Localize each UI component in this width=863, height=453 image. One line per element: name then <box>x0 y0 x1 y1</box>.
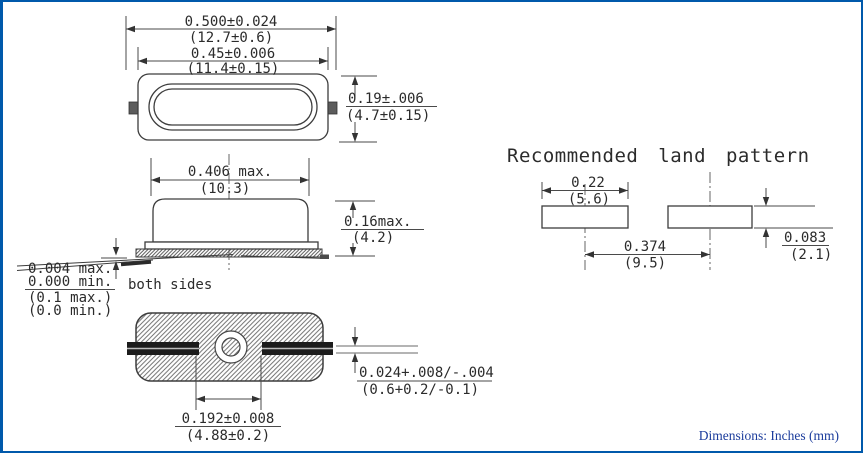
bottom-view-hole-outer <box>214 330 248 364</box>
dim-pad-height-inch: 0.083 <box>784 230 826 246</box>
top-view-lid-inner <box>153 88 313 126</box>
side-view-left-lead-bottom <box>16 259 154 271</box>
dim-standoff-mm-max: (0.1 max.) <box>28 290 112 306</box>
side-view-right-lead <box>240 255 329 259</box>
top-view-lid-outer <box>148 83 318 131</box>
dim-lead-spacing-inch: 0.192±0.008 <box>182 411 275 427</box>
dim-pad-pitch-mm: (9.5) <box>624 256 666 272</box>
land-pattern-title: Recommended land pattern <box>507 145 810 167</box>
side-view-left-lead-top <box>16 254 234 267</box>
dim-overall-width-inch: 0.500±0.024 <box>185 14 278 30</box>
land-pattern-left-pad <box>541 205 629 229</box>
side-view-base-plate <box>135 248 323 258</box>
top-view <box>128 73 338 141</box>
dim-body-height: 0.19±.006 (4.7±0.15) <box>339 75 437 143</box>
dim-lead-thickness-mm: (0.6+0.2/-0.1) <box>361 382 479 398</box>
dim-case-width: 0.406 max. (10.3) <box>150 158 310 197</box>
dim-body-height-mm: (4.7±0.15) <box>346 108 430 124</box>
footer-units-note: Dimensions: Inches (mm) <box>699 428 839 443</box>
dim-pad-height-mm: (2.1) <box>790 247 832 263</box>
dim-body-width: 0.45±0.006 (11.4±0.15) <box>137 46 329 77</box>
side-view-can <box>152 198 309 243</box>
dim-standoff-inch-min: 0.000 min. <box>28 274 112 290</box>
bottom-view-hole-ring <box>215 331 247 363</box>
dim-case-width-mm: (10.3) <box>200 181 251 197</box>
side-view-right-lead-stub <box>320 254 329 259</box>
dim-pad-width-inch: 0.22 <box>571 175 605 191</box>
dim-case-height: 0.16max. (4.2) <box>335 200 424 257</box>
dim-case-height-mm: (4.2) <box>352 230 394 246</box>
land-pattern: Recommended land pattern 0.22 (5.6) 0.37… <box>507 145 833 272</box>
dim-lead-thickness: 0.024+.008/-.004 (0.6+0.2/-0.1) <box>336 327 494 398</box>
side-view <box>16 154 329 271</box>
dim-case-width-inch: 0.406 max. <box>188 164 272 180</box>
dim-lead-spacing: 0.192±0.008 (4.88±0.2) <box>175 356 281 444</box>
dim-pad-pitch-inch: 0.374 <box>624 239 666 255</box>
dim-standoff-mm-min: (0.0 min.) <box>28 303 112 319</box>
dim-case-height-inch: 0.16max. <box>344 214 411 230</box>
dim-overall-width: 0.500±0.024 (12.7±0.6) <box>125 14 337 70</box>
bottom-view-hole-inner <box>221 337 241 357</box>
dim-standoff-inch-max: 0.004 max. <box>28 261 112 277</box>
side-view-flange <box>144 241 319 250</box>
bottom-view <box>127 312 333 382</box>
top-view-outline <box>137 73 329 141</box>
note-both-sides: both sides <box>128 277 212 293</box>
dim-standoff: 0.004 max. 0.000 min. (0.1 max.) (0.0 mi… <box>25 238 212 319</box>
dim-lead-thickness-inch: 0.024+.008/-.004 <box>359 365 494 381</box>
land-pattern-right-pad <box>667 205 753 229</box>
technical-drawing-svg: 0.500±0.024 (12.7±0.6) 0.45±0.006 (11.4±… <box>16 14 839 444</box>
dim-lead-spacing-mm: (4.88±0.2) <box>186 428 270 444</box>
side-view-left-lead-stub <box>120 260 152 267</box>
dim-body-height-inch: 0.19±.006 <box>348 91 424 107</box>
dim-pad-width-mm: (5.6) <box>568 192 610 208</box>
dim-body-width-inch: 0.45±0.006 <box>191 46 275 62</box>
dim-overall-width-mm: (12.7±0.6) <box>189 30 273 46</box>
top-view-right-tab <box>327 101 338 115</box>
dim-body-width-mm: (11.4±0.15) <box>187 61 280 77</box>
top-view-left-tab <box>128 101 139 115</box>
